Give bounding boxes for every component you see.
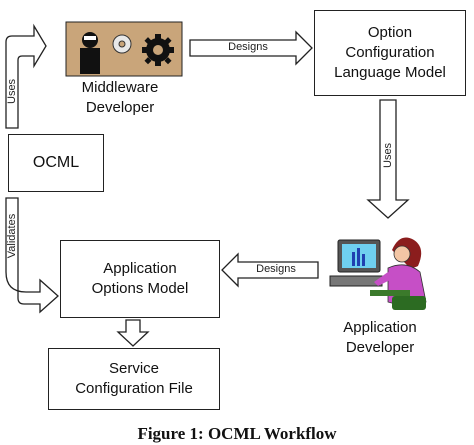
ocml-box: OCML [8, 134, 104, 192]
uses-right-label: Uses [382, 142, 394, 168]
validates-arrow [5, 197, 59, 314]
designs-top-arrow [189, 30, 313, 66]
application-options-model-box: Application Options Model [60, 240, 220, 318]
middleware-developer-picture [65, 21, 183, 77]
option-model-box: Option Configuration Language Model [314, 10, 466, 96]
uses-right-arrow [366, 99, 410, 219]
middleware-developer-label: Middleware Developer [81, 79, 159, 116]
validates-label: Validates [6, 213, 18, 259]
service-configuration-file-box: Service Configuration File [48, 348, 220, 410]
designs-top-label: Designs [228, 41, 268, 53]
designs-bottom-label: Designs [256, 263, 296, 275]
uses-top-arrow [5, 23, 47, 129]
down-arrow [116, 319, 150, 347]
application-developer-label: Application Developer [343, 319, 417, 356]
figure-caption: Figure 1: OCML Workflow [137, 424, 337, 443]
application-developer-picture [329, 237, 427, 310]
uses-top-label: Uses [6, 78, 18, 104]
designs-bottom-arrow [221, 252, 319, 288]
